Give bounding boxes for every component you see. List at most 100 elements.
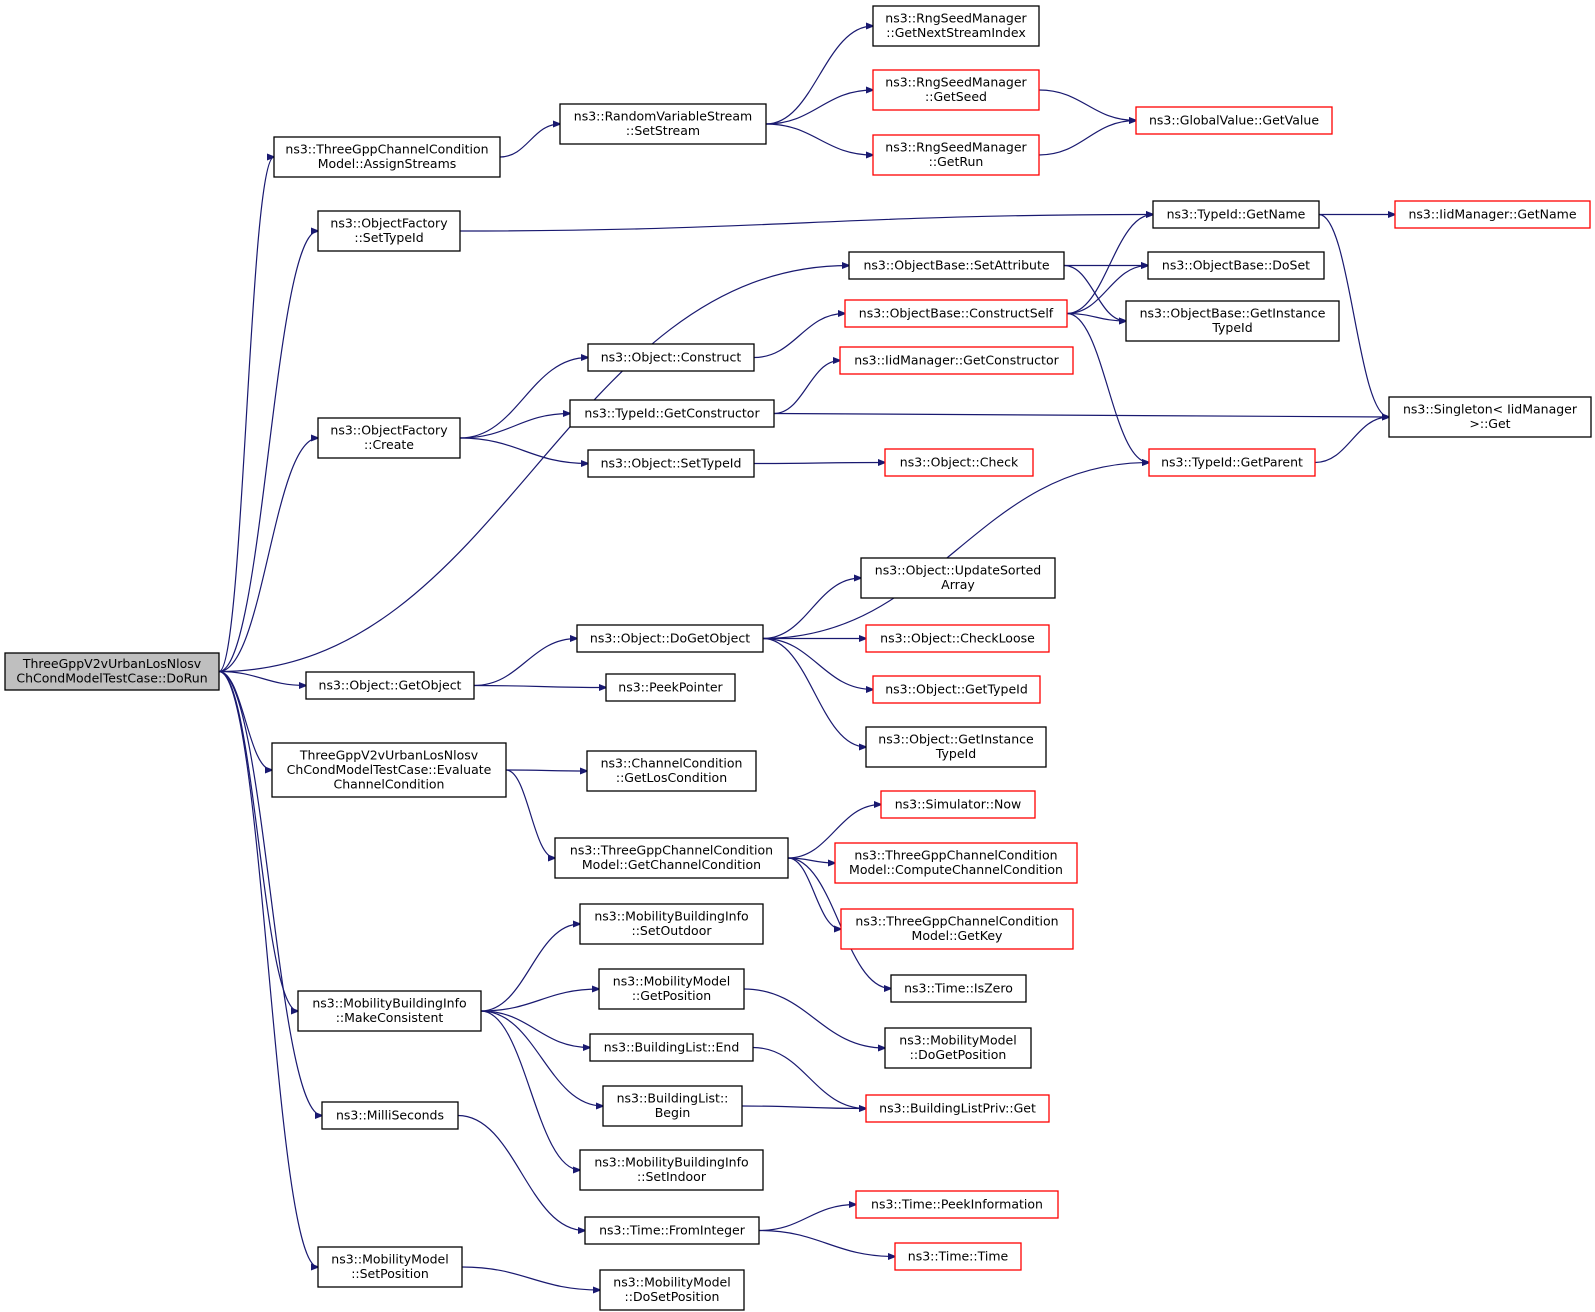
node-sim-now[interactable]: ns3::Simulator::Now [880,790,1036,819]
node-get-parent[interactable]: ns3::TypeId::GetParent [1148,448,1316,477]
node-label-line: ns3::Object::CheckLoose [880,630,1035,645]
edge-line [753,463,885,464]
node-box [848,251,1065,280]
node-bl-end[interactable]: ns3::BuildingList::End [589,1033,754,1062]
node-peek-information[interactable]: ns3::Time::PeekInformation [855,1190,1059,1219]
node-set-indoor[interactable]: ns3::MobilityBuildingInfo::SetIndoor [579,1149,764,1191]
node-do-get-object[interactable]: ns3::Object::DoGetObject [576,624,764,653]
node-box [569,399,775,428]
node-global-get-value[interactable]: ns3::GlobalValue::GetValue [1135,106,1333,135]
node-label-line: ns3::MobilityBuildingInfo [594,909,748,924]
edge-obj-construct-to-construct-self [753,314,845,359]
node-obj-check[interactable]: ns3::Object::Check [884,448,1034,477]
node-get-channel-condition[interactable]: ns3::ThreeGppChannelConditionModel::GetC… [554,837,789,879]
node-get-object[interactable]: ns3::Object::GetObject [305,671,475,700]
node-get-run[interactable]: ns3::RngSeedManager::GetRun [872,134,1040,176]
edge-milli-seconds-to-from-integer [457,1114,585,1231]
node-label-line: ns3::RngSeedManager [885,11,1027,26]
node-compute-channel-condition[interactable]: ns3::ThreeGppChannelConditionModel::Comp… [834,842,1078,884]
node-obj-get-type-id[interactable]: ns3::Object::GetTypeId [872,675,1041,704]
node-iid-get-constructor[interactable]: ns3::IidManager::GetConstructor [839,346,1074,375]
node-label-line: ::MakeConsistent [336,1010,444,1025]
node-label-line: ns3::MobilityBuildingInfo [594,1155,748,1170]
node-label-line: ns3::BuildingList::End [604,1039,740,1054]
edges-layer [218,26,1395,1290]
node-type-id-get-constructor[interactable]: ns3::TypeId::GetConstructor [569,399,775,428]
node-label-line: ns3::TypeId::GetConstructor [584,405,760,420]
edge-line [765,90,873,125]
node-type-id-get-name[interactable]: ns3::TypeId::GetName [1152,200,1320,229]
node-mm-set-position[interactable]: ns3::MobilityModel::SetPosition [317,1246,463,1288]
node-box [860,557,1056,599]
edge-line [758,1205,856,1232]
edge-make-consistent-to-bl-begin [480,1010,603,1106]
edge-make-consistent-to-bl-end [480,1010,590,1048]
node-label-line: ns3::MilliSeconds [336,1107,444,1122]
node-peek-pointer[interactable]: ns3::PeekPointer [605,673,736,702]
edge-mm-get-position-to-do-get-position [743,988,885,1048]
node-singleton-get[interactable]: ns3::Singleton< IidManager >::Get [1388,396,1592,438]
edge-line [787,857,891,989]
edge-line [218,157,274,673]
node-obj-construct[interactable]: ns3::Object::Construct [587,343,755,372]
node-set-stream[interactable]: ns3::RandomVariableStream::SetStream [559,103,767,145]
node-box [598,968,745,1010]
node-set-attribute[interactable]: ns3::ObjectBase::SetAttribute [848,251,1065,280]
edge-line [765,123,873,155]
node-box [599,1269,745,1311]
node-make-consistent[interactable]: ns3::MobilityBuildingInfo::MakeConsisten… [297,990,482,1032]
node-box [1125,300,1340,342]
node-check-loose[interactable]: ns3::Object::CheckLoose [865,624,1050,653]
node-of-set-type-id[interactable]: ns3::ObjectFactory::SetTypeId [317,210,461,252]
node-do-set[interactable]: ns3::ObjectBase::DoSet [1147,251,1325,280]
node-label-line: ns3::Time::FromInteger [599,1222,746,1237]
edge-line [1066,215,1153,315]
node-box [273,136,501,178]
node-box [271,742,507,798]
node-box [297,990,482,1032]
node-label-line: ns3::IidManager::GetConstructor [854,352,1059,367]
node-label-line: ::SetOutdoor [632,923,713,938]
node-mm-get-position[interactable]: ns3::MobilityModel::GetPosition [598,968,745,1010]
node-assign-streams[interactable]: ns3::ThreeGppChannelConditionModel::Assi… [273,136,501,178]
node-label-line: ns3::Object::GetObject [319,677,462,692]
node-box [317,417,461,459]
edge-line [480,924,580,1012]
node-construct-self[interactable]: ns3::ObjectBase::ConstructSelf [844,299,1068,328]
node-is-zero[interactable]: ns3::Time::IsZero [890,974,1027,1003]
node-label-line: ns3::ObjectBase::GetInstance [1140,306,1326,321]
node-from-integer[interactable]: ns3::Time::FromInteger [584,1216,760,1245]
node-root[interactable]: ThreeGppV2vUrbanLosNlosvChCondModelTestC… [4,652,220,691]
edge-root-to-mm-set-position [218,670,318,1268]
node-label-line: ns3::Object::GetTypeId [885,681,1028,696]
node-time-time[interactable]: ns3::Time::Time [894,1242,1022,1271]
edge-line [762,578,861,640]
node-box [872,69,1040,111]
edge-from-integer-to-time-time [758,1229,895,1257]
edge-root-to-make-consistent [218,670,298,1012]
node-box [872,675,1041,704]
node-get-seed[interactable]: ns3::RngSeedManager::GetSeed [872,69,1040,111]
node-get-key[interactable]: ns3::ThreeGppChannelConditionModel::GetK… [840,908,1074,950]
node-milli-seconds[interactable]: ns3::MilliSeconds [321,1101,459,1130]
node-iid-get-name[interactable]: ns3::IidManager::GetName [1394,200,1591,229]
node-get-next-stream-index[interactable]: ns3::RngSeedManager::GetNextStreamIndex [872,5,1040,47]
edge-obj-set-type-id-to-obj-check [753,463,885,464]
edge-line [499,124,560,158]
edge-line [218,670,298,1012]
node-label-line: ns3::Object::UpdateSorted [875,563,1041,578]
node-label-line: Model::GetChannelCondition [582,857,761,872]
node-do-get-position[interactable]: ns3::MobilityModel::DoGetPosition [884,1027,1032,1069]
node-bl-begin[interactable]: ns3::BuildingList::Begin [602,1085,743,1127]
node-get-los-condition[interactable]: ns3::ChannelCondition::GetLosCondition [586,750,757,792]
node-set-outdoor[interactable]: ns3::MobilityBuildingInfo::SetOutdoor [579,903,764,945]
node-obj-set-type-id[interactable]: ns3::Object::SetTypeId [587,449,755,478]
node-bl-priv-get[interactable]: ns3::BuildingListPriv::Get [865,1094,1050,1123]
node-label-line: ChCondModelTestCase::Evaluate [287,762,492,777]
node-do-set-position[interactable]: ns3::MobilityModel::DoSetPosition [599,1269,745,1311]
node-evaluate[interactable]: ThreeGppV2vUrbanLosNlosvChCondModelTestC… [271,742,507,798]
node-of-create[interactable]: ns3::ObjectFactory::Create [317,417,461,459]
